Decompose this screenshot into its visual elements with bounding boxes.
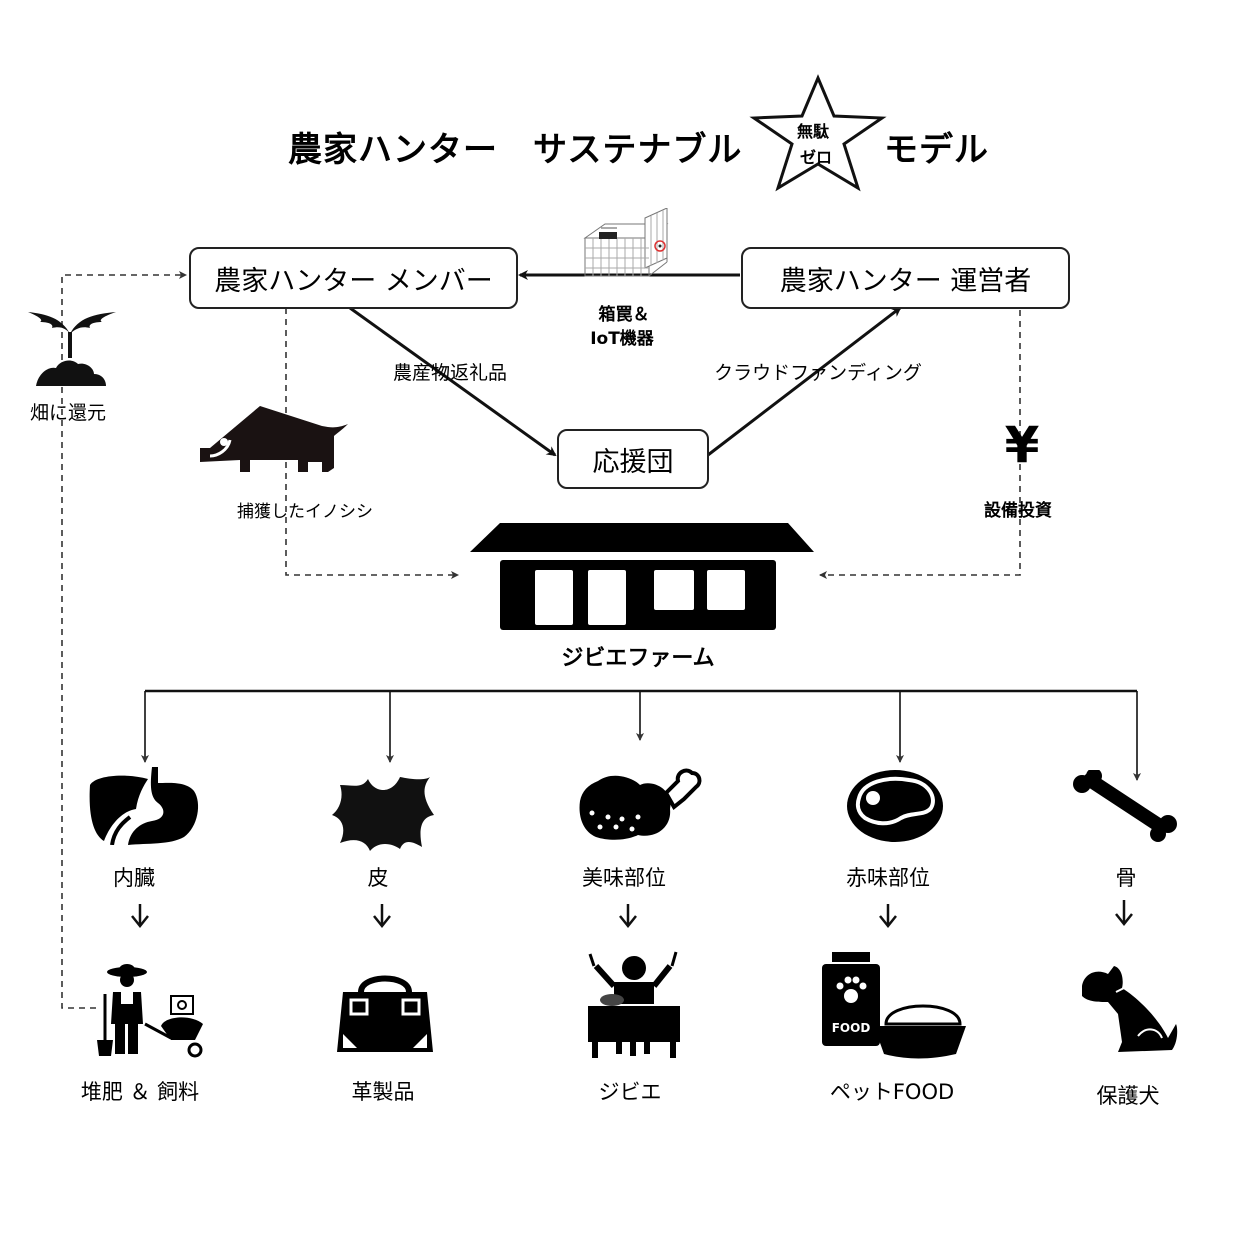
- dashed-return-loop: [61, 271, 187, 1009]
- box-trap-icon: [583, 208, 669, 277]
- part-label-5: 骨: [1115, 866, 1137, 890]
- label-investment: 設備投資: [984, 501, 1052, 521]
- dining-person-icon: [588, 951, 680, 1058]
- part-label-2: 皮: [367, 866, 389, 890]
- dashed-operator-to-farm: [819, 310, 1021, 579]
- star-text-line2: ゼロ: [800, 148, 833, 167]
- dog-icon: [1082, 966, 1178, 1052]
- star-icon: [749, 74, 887, 192]
- product-label-4: ペットFOOD: [829, 1080, 955, 1104]
- star-text-line1: 無駄: [797, 122, 830, 141]
- pet-food-icon: FOOD: [822, 952, 966, 1059]
- label-farm: ジビエファーム: [561, 646, 715, 671]
- handbag-icon: [337, 975, 433, 1052]
- part-label-4: 赤味部位: [846, 866, 930, 890]
- node-member: 農家ハンター メンバー: [189, 247, 518, 309]
- title-right: モデル: [884, 130, 989, 170]
- product-label-5: 保護犬: [1096, 1084, 1160, 1108]
- bone-icon: [1073, 770, 1177, 842]
- gibier-farm-building-icon: [470, 523, 814, 630]
- arrow-supporters-to-operator: [707, 306, 902, 457]
- product-label-1: 堆肥 ＆ 飼料: [80, 1080, 200, 1104]
- label-return-to-field: 畑に還元: [29, 402, 107, 424]
- organs-icon: [89, 767, 199, 845]
- hide-icon: [332, 777, 434, 851]
- wild-boar-icon: [200, 406, 348, 472]
- node-supporters: 応援団: [557, 429, 709, 489]
- steak-icon: [847, 770, 943, 842]
- part-label-1: 内臓: [113, 866, 155, 890]
- title-left: 農家ハンター: [288, 130, 498, 170]
- arrow-member-to-supporters: [349, 306, 557, 457]
- part-label-3: 美味部位: [582, 866, 666, 890]
- product-label-3: ジビエ: [598, 1080, 662, 1104]
- sprout-icon: [28, 312, 116, 386]
- node-operator: 農家ハンター 運営者: [741, 247, 1070, 309]
- pet-food-bag-text: FOOD: [832, 1021, 871, 1035]
- label-crowdfunding: クラウドファンディング: [714, 362, 922, 384]
- label-trap-line2: IoT機器: [590, 329, 654, 349]
- part-to-product-arrows: [131, 900, 1133, 929]
- label-captured-boar: 捕獲したイノシシ: [237, 502, 373, 522]
- dashed-member-to-farm: [285, 308, 459, 579]
- yen-icon: ¥: [1004, 416, 1040, 474]
- label-return-gifts: 農産物返礼品: [392, 362, 508, 384]
- label-trap-line1: 箱罠＆: [598, 305, 650, 325]
- meat-leg-icon: [579, 768, 702, 840]
- farmer-wheelbarrow-icon: [97, 964, 203, 1058]
- title-middle: サステナブル: [533, 130, 743, 170]
- product-label-2: 革製品: [351, 1080, 415, 1104]
